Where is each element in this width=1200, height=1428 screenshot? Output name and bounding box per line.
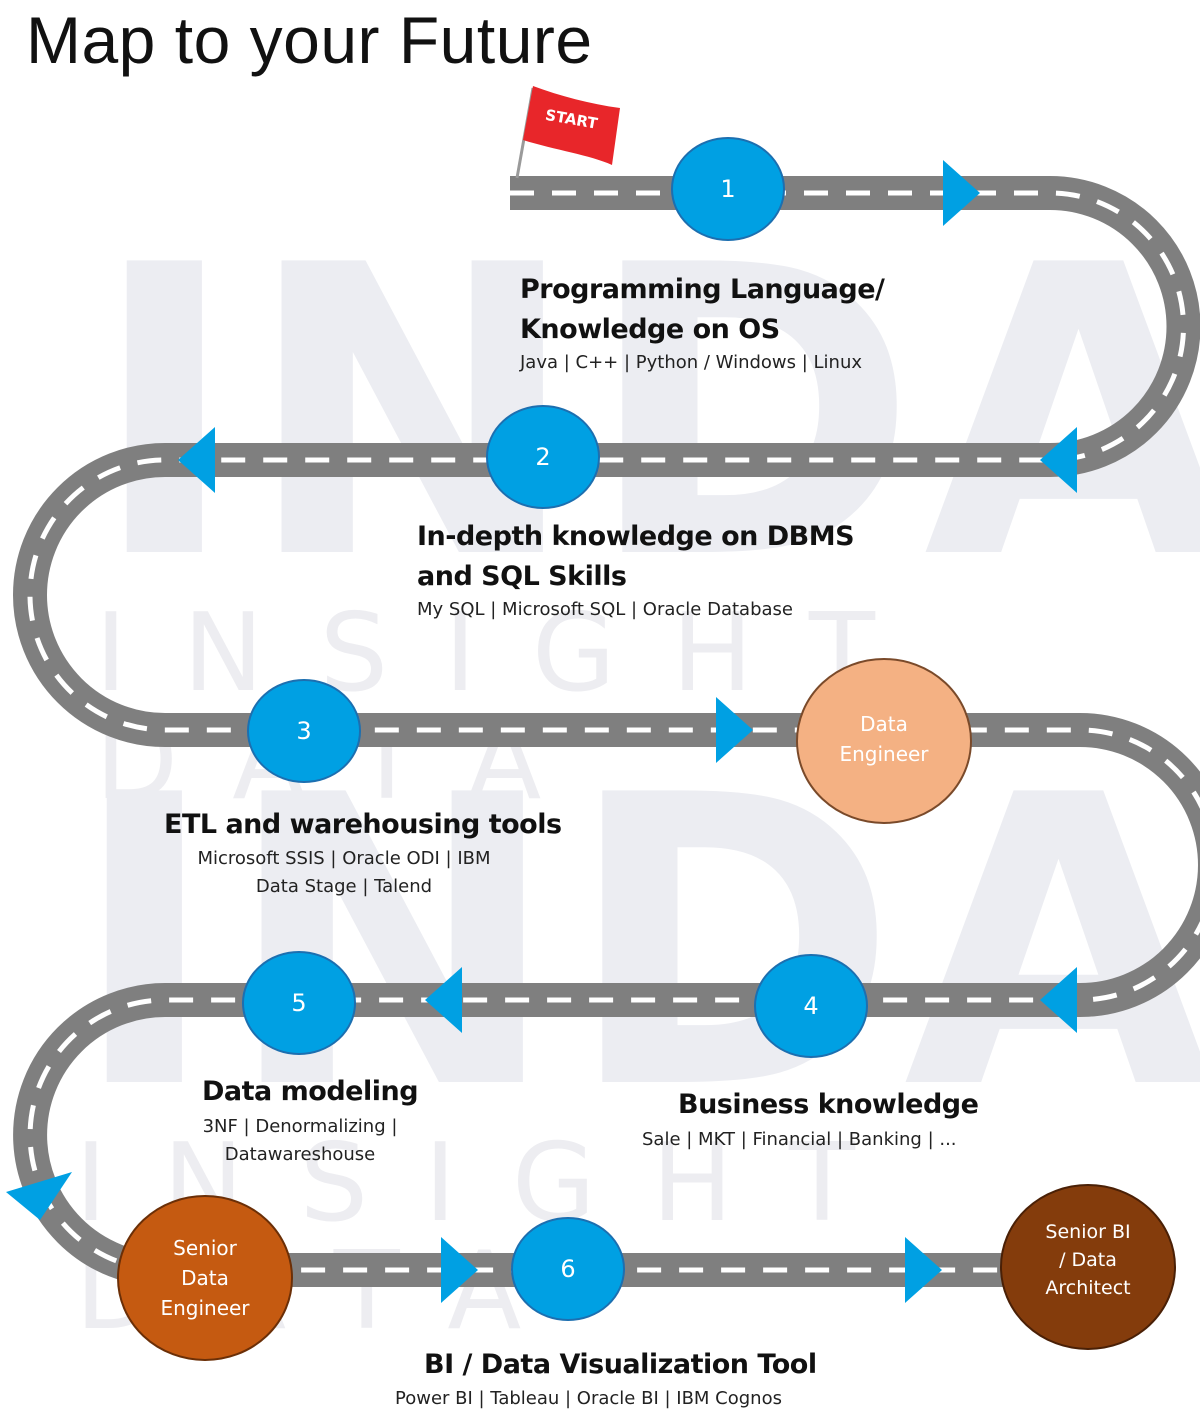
role-senior-bi-line2: / Data (1059, 1249, 1117, 1271)
role-senior-data-engineer (117, 1195, 293, 1361)
milestone-4 (754, 954, 868, 1058)
step4-title: Business knowledge (678, 1089, 979, 1120)
step3-subtitle: Microsoft SSIS | Oracle ODI | IBM Data S… (164, 845, 524, 901)
milestone-6-label: 6 (560, 1255, 576, 1283)
role-senior-data-engineer-line3: Engineer (160, 1296, 250, 1320)
arrow-left-3 (1040, 967, 1077, 1033)
arrow-left-1 (1040, 427, 1077, 493)
milestone-2-label: 2 (535, 443, 551, 471)
step2-title-line1: In-depth knowledge on DBMS (417, 521, 855, 552)
role-senior-bi-label: Senior BI / Data Architect (1018, 1218, 1158, 1302)
role-senior-data-engineer-line2: Data (181, 1266, 229, 1290)
step3-subtitle-line1: Microsoft SSIS | Oracle ODI | IBM (197, 848, 491, 869)
milestone-4-label: 4 (803, 992, 819, 1020)
arrow-right-1 (943, 160, 980, 226)
milestone-3 (247, 679, 361, 783)
step5-subtitle: 3NF | Denormalizing | Datawareshouse (170, 1113, 430, 1169)
role-senior-data-engineer-line1: Senior (173, 1236, 237, 1260)
role-data-engineer (796, 658, 972, 824)
role-data-engineer-label: Data Engineer (814, 709, 954, 769)
role-senior-bi-line3: Architect (1045, 1277, 1131, 1299)
role-senior-data-engineer-label: Senior Data Engineer (135, 1233, 275, 1323)
milestone-1 (671, 137, 785, 241)
step5-subtitle-line1: 3NF | Denormalizing | (202, 1116, 398, 1137)
role-senior-bi (1000, 1184, 1176, 1350)
milestone-1-label: 1 (720, 175, 736, 203)
step5-subtitle-line2: Datawareshouse (224, 1144, 376, 1165)
role-data-engineer-line1: Data (860, 712, 908, 736)
milestone-2 (486, 405, 600, 509)
step1-title-line1: Programming Language/ (520, 274, 885, 305)
step2-title: In-depth knowledge on DBMS and SQL Skill… (417, 517, 855, 597)
role-senior-bi-line1: Senior BI (1045, 1221, 1131, 1243)
milestone-5 (242, 951, 356, 1055)
step1-subtitle: Java | C++ | Python / Windows | Linux (520, 352, 863, 373)
step3-subtitle-line2: Data Stage | Talend (255, 876, 433, 897)
page-title: Map to your Future (26, 3, 593, 77)
arrow-right-4 (905, 1237, 942, 1303)
step6-title: BI / Data Visualization Tool (424, 1349, 817, 1380)
role-data-engineer-line2: Engineer (839, 742, 929, 766)
milestone-6 (511, 1217, 625, 1321)
arrow-left-4 (425, 967, 462, 1033)
direction-arrows (6, 160, 1077, 1303)
lane-markings (27, 190, 1200, 1273)
arrow-left-2 (178, 427, 215, 493)
step1-title: Programming Language/ Knowledge on OS (520, 270, 885, 350)
step4-subtitle: Sale | MKT | Financial | Banking | ... (642, 1129, 957, 1150)
arrow-downleft (6, 1172, 72, 1220)
arrow-right-3 (441, 1237, 478, 1303)
step3-title: ETL and warehousing tools (164, 809, 562, 840)
step2-subtitle: My SQL | Microsoft SQL | Oracle Database (417, 599, 793, 620)
start-flag: START (515, 86, 620, 179)
step2-title-line2: and SQL Skills (417, 561, 627, 592)
milestone-3-label: 3 (296, 717, 312, 745)
arrow-right-2 (716, 697, 753, 763)
milestone-5-label: 5 (291, 989, 307, 1017)
step6-subtitle: Power BI | Tableau | Oracle BI | IBM Cog… (395, 1388, 782, 1409)
step5-title: Data modeling (202, 1076, 419, 1107)
step1-title-line2: Knowledge on OS (520, 314, 780, 345)
